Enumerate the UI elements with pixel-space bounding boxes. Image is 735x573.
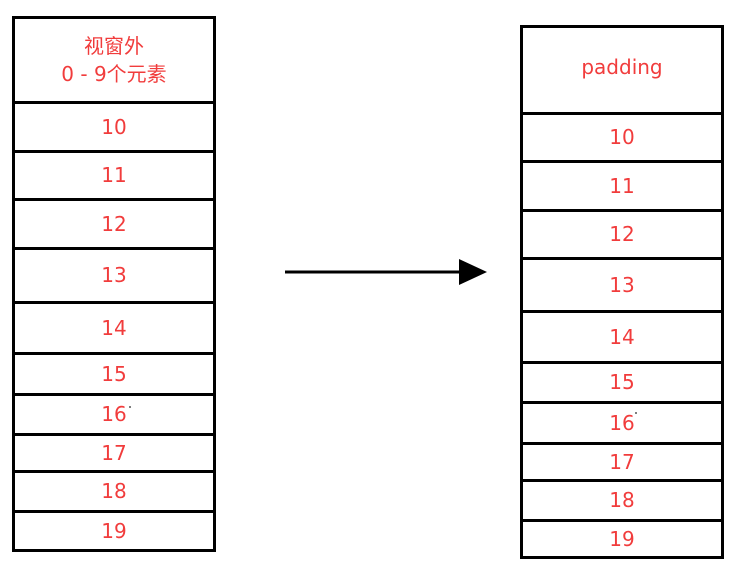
right-item-17: 17 <box>523 442 721 479</box>
right-item-label: 14 <box>609 324 635 349</box>
right-item-label: 19 <box>609 526 635 551</box>
left-item-label: 11 <box>101 163 127 187</box>
right-arrow-icon <box>285 259 487 285</box>
right-item-label: 11 <box>609 173 635 198</box>
left-item-label: 16 <box>101 402 127 426</box>
left-item-11: 11 <box>15 150 213 198</box>
left-item-12: 12 <box>15 198 213 247</box>
left-item-label: 18 <box>101 479 127 503</box>
left-item-15: 15 <box>15 352 213 393</box>
right-item-label: 18 <box>609 488 635 512</box>
left-item-17: 17 <box>15 433 213 470</box>
left-item-16: 16 <box>15 393 213 433</box>
right-item-16: 16 <box>523 401 721 442</box>
right-item-12: 12 <box>523 209 721 257</box>
left-item-label: 15 <box>101 361 127 386</box>
right-item-label: 15 <box>609 370 635 394</box>
right-item-label: 10 <box>609 125 635 149</box>
stray-dot <box>129 406 131 408</box>
right-item-15: 15 <box>523 361 721 401</box>
right-item-label: 16 <box>609 410 635 435</box>
left-item-label: 14 <box>101 315 127 340</box>
right-item-11: 11 <box>523 160 721 209</box>
offscreen-title: 视窗外 <box>84 34 144 58</box>
left-list-column: 视窗外 0 - 9个元素 10 11 12 13 14 15 16 17 18 … <box>12 16 216 552</box>
right-item-19: 19 <box>523 519 721 556</box>
right-item-label: 13 <box>609 272 635 297</box>
left-item-18: 18 <box>15 470 213 510</box>
stray-dot <box>635 412 637 414</box>
left-item-label: 19 <box>101 518 127 543</box>
right-item-label: 17 <box>609 449 635 474</box>
offscreen-range-label: 0 - 9个元素 <box>61 62 167 86</box>
left-item-10: 10 <box>15 101 213 150</box>
left-item-label: 12 <box>101 211 127 236</box>
left-item-13: 13 <box>15 247 213 301</box>
left-item-19: 19 <box>15 510 213 549</box>
left-item-label: 13 <box>101 263 127 287</box>
padding-cell: padding <box>523 28 721 112</box>
left-item-label: 10 <box>101 114 127 139</box>
right-list-column: padding 10 11 12 13 14 15 16 17 18 19 <box>520 25 724 559</box>
right-item-18: 18 <box>523 479 721 519</box>
left-item-label: 17 <box>101 440 127 465</box>
right-item-14: 14 <box>523 310 721 361</box>
padding-label: padding <box>581 54 663 79</box>
right-item-13: 13 <box>523 257 721 310</box>
right-item-10: 10 <box>523 112 721 160</box>
right-item-label: 12 <box>609 222 635 246</box>
offscreen-header-cell: 视窗外 0 - 9个元素 <box>15 19 213 101</box>
left-item-14: 14 <box>15 301 213 352</box>
